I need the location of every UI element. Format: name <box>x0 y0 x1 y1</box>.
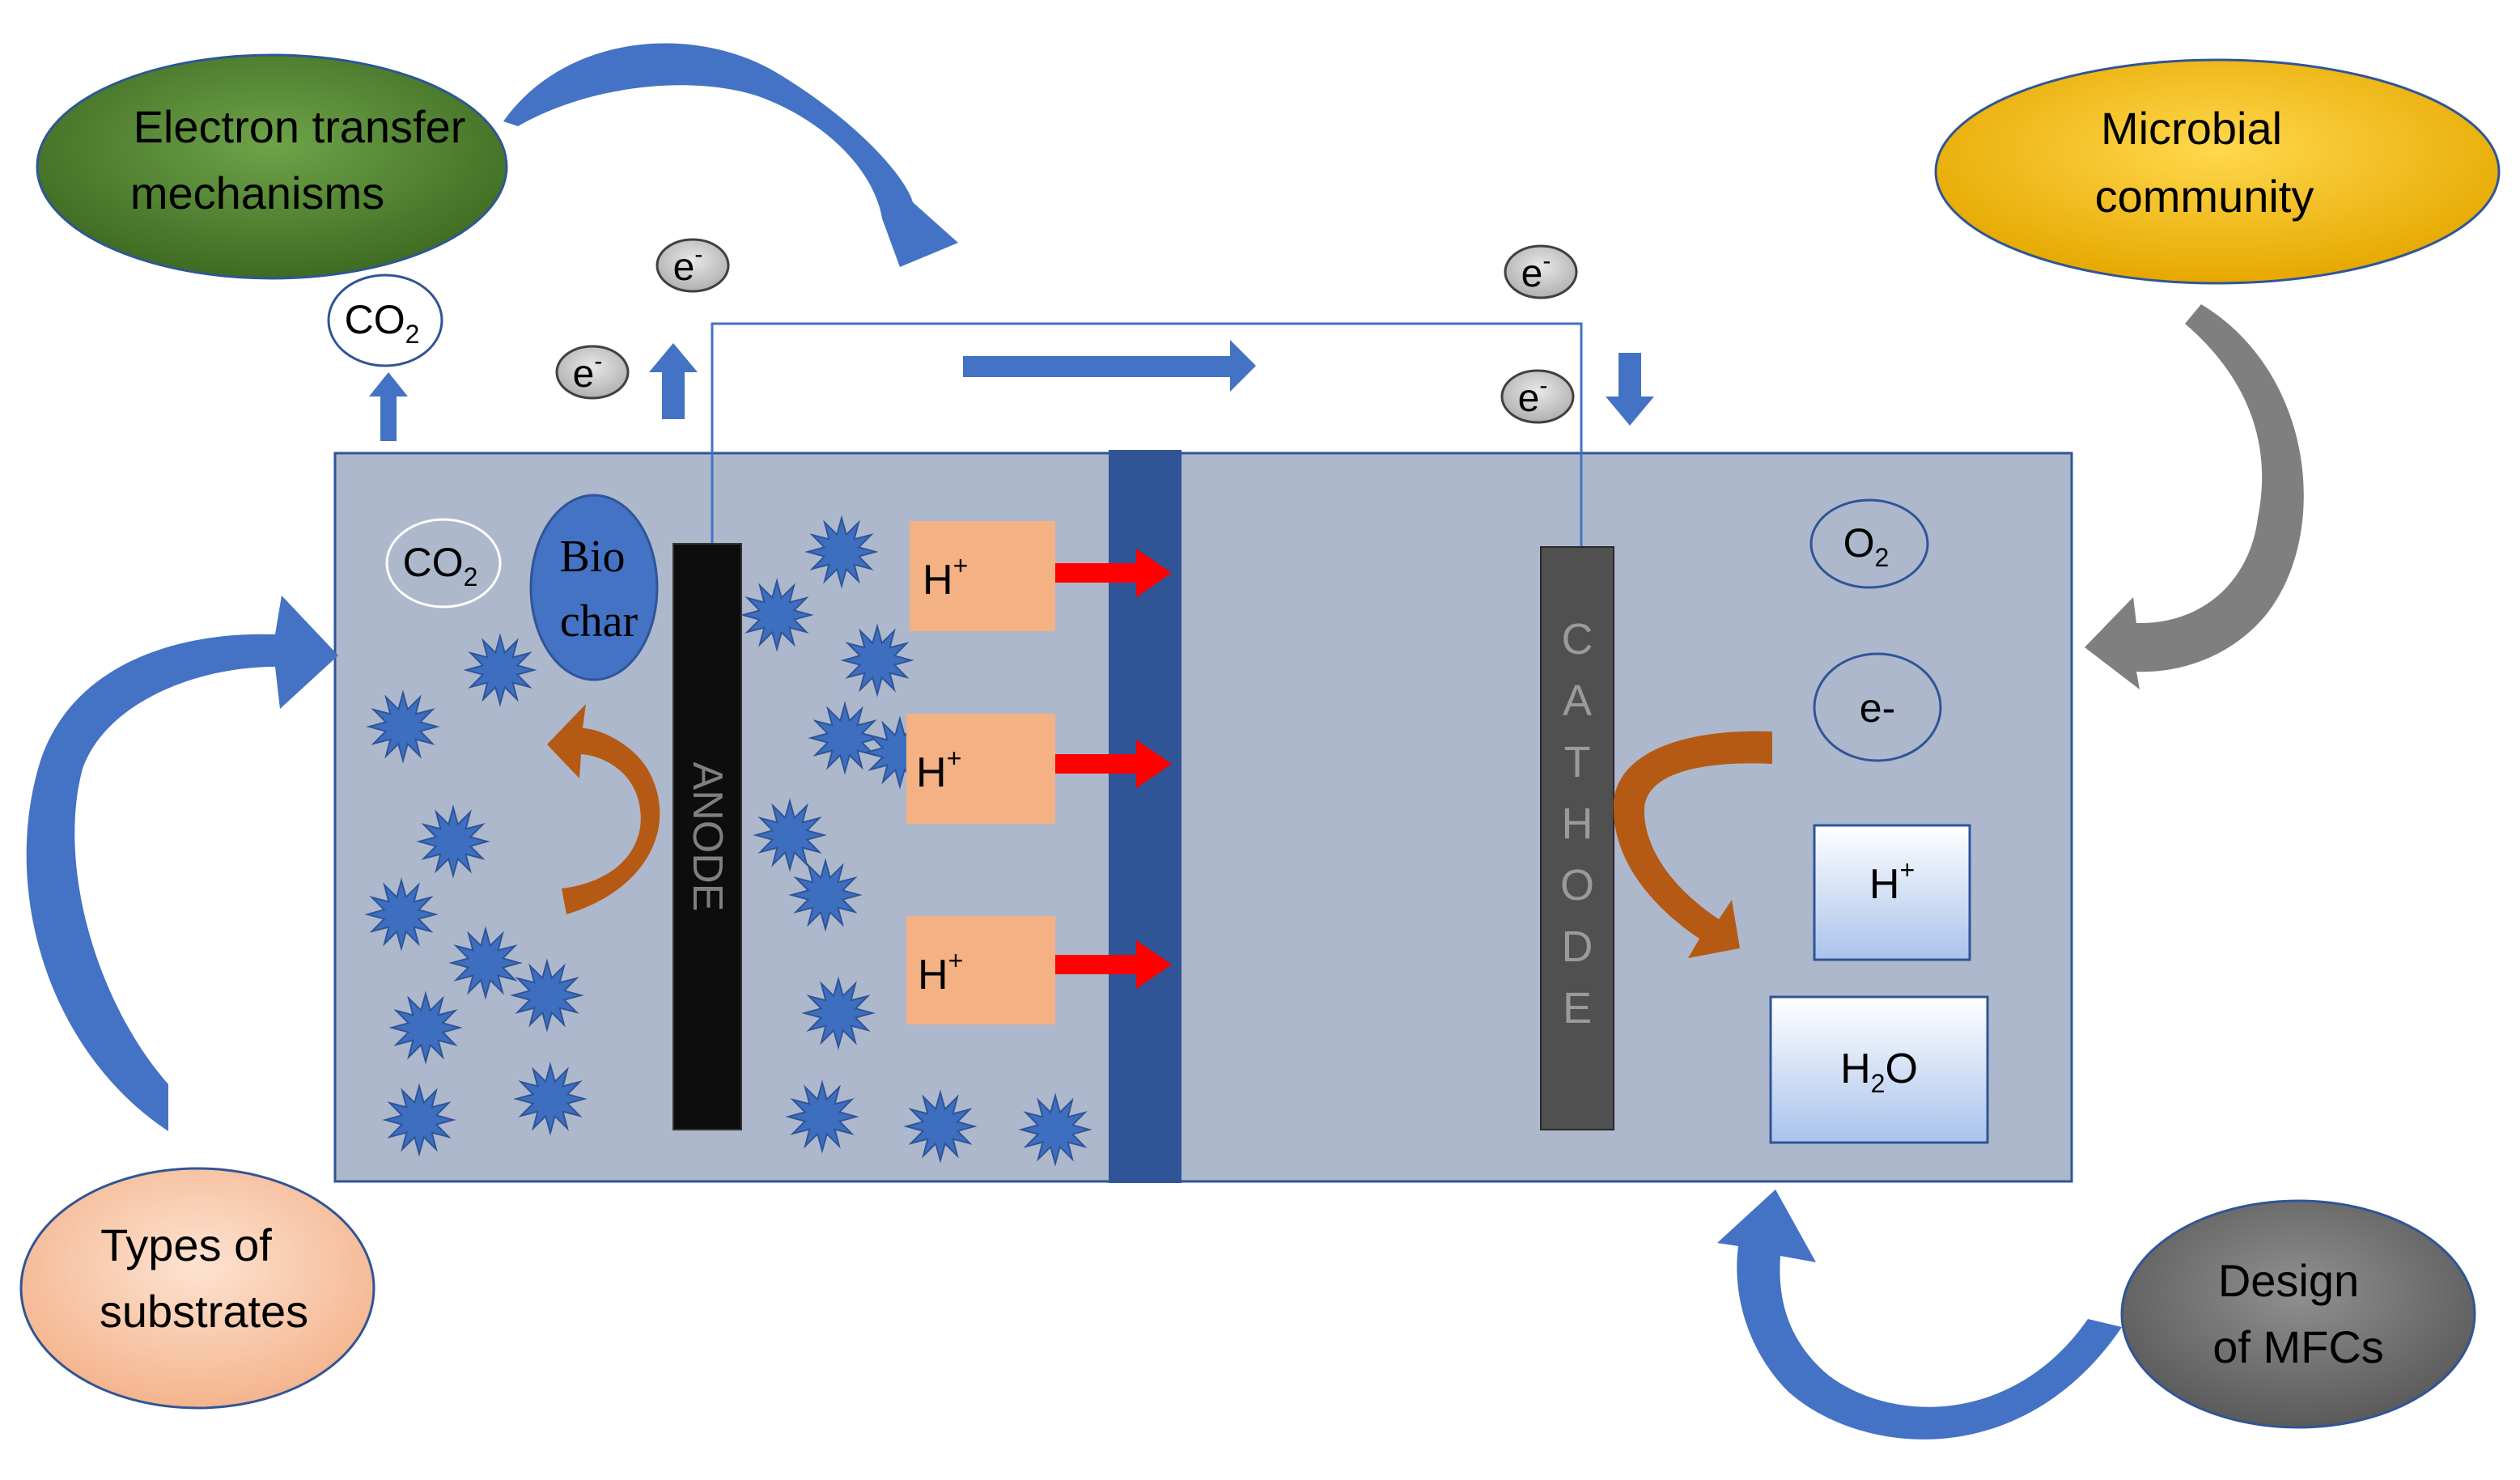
biochar-label-line1: Bio <box>560 532 626 582</box>
o2-bubble <box>1809 498 1929 589</box>
o2-label: O2 <box>1843 520 1890 572</box>
cathode-curved-arrow <box>1613 731 1772 958</box>
bacterium-icon <box>382 1083 456 1157</box>
anode-electrode <box>672 543 742 1130</box>
bacterium-icon <box>513 1062 588 1136</box>
electron-transfer-label-line1: Electron transfer <box>134 101 466 152</box>
electron-cathode-bubble <box>1813 652 1942 762</box>
cathode-electrode <box>1540 546 1614 1130</box>
cathode-letter: A <box>1563 676 1592 725</box>
svg-text:e-: e- <box>673 241 703 289</box>
anode-curved-arrow <box>547 704 660 914</box>
electron-up-arrow <box>649 343 698 419</box>
co2-inner-bubble <box>385 518 502 609</box>
cathode-letter: E <box>1563 984 1592 1033</box>
electron-cathode-label: e- <box>1860 685 1895 731</box>
bacterium-icon <box>740 578 814 652</box>
biochar-particle <box>529 494 659 681</box>
svg-text:H+: H+ <box>918 946 963 999</box>
design-of-mfcs-label-line1: Design <box>2218 1255 2359 1306</box>
anode-label: ANODE <box>684 762 731 912</box>
svg-text:e-: e- <box>1521 248 1551 295</box>
proton-cathode-box: H+ <box>1813 824 1971 961</box>
design-of-mfcs-label-line2: of MFCs <box>2212 1321 2384 1372</box>
svg-text:e-: e- <box>573 348 603 396</box>
microbial-community-arrow <box>2085 304 2304 689</box>
bacterium-icon <box>840 623 914 698</box>
proton-arrow-2 <box>1055 740 1172 788</box>
svg-text:e-: e- <box>1518 372 1548 420</box>
bacterium-icon <box>364 877 439 952</box>
microbial-community-label-line1: Microbial <box>2101 103 2282 154</box>
cathode-letter: T <box>1564 738 1591 787</box>
svg-text:H+: H+ <box>923 551 968 604</box>
co2-top-label: CO2 <box>345 297 420 349</box>
bacterium-icon <box>788 858 863 932</box>
bacterium-icon <box>510 958 584 1033</box>
microbial-community-bubble <box>1934 58 2501 285</box>
water-box: H2O <box>1769 995 1989 1144</box>
bacterium-icon <box>416 804 490 879</box>
cathode-letter: C <box>1562 615 1593 664</box>
bacterium-icon <box>753 798 827 872</box>
electron-anode-left: e- <box>555 345 630 400</box>
types-of-substrates-label-line2: substrates <box>100 1286 308 1337</box>
bacterium-icon <box>448 926 523 1000</box>
design-of-mfcs-bubble <box>2120 1199 2476 1429</box>
electron-down-arrow <box>1606 353 1654 426</box>
bacterium-icon <box>804 515 879 589</box>
bacterium-icon <box>1018 1092 1092 1167</box>
electron-transfer-label-line2: mechanisms <box>130 168 384 218</box>
electron-cathode-lower: e- <box>1500 369 1575 424</box>
co2-inner-label: CO2 <box>403 540 478 592</box>
bacterium-icon <box>808 701 882 775</box>
bacterium-icon <box>801 976 876 1050</box>
svg-text:H+: H+ <box>916 744 961 796</box>
bacteria-group <box>364 515 1092 1167</box>
electron-flow-arrow <box>963 340 1256 392</box>
types-of-substrates-label-line1: Types of <box>100 1219 272 1270</box>
proton-box-1: H+ <box>910 521 1055 631</box>
external-circuit-wire <box>711 322 1583 547</box>
electron-transfer-arrow <box>503 43 958 268</box>
svg-text:H2O: H2O <box>1840 1045 1918 1098</box>
co2-top-bubble <box>327 274 443 367</box>
proton-box-3: H+ <box>906 916 1055 1024</box>
bacterium-icon <box>785 1079 859 1154</box>
bacterium-icon <box>388 990 463 1065</box>
bacterium-icon <box>366 689 440 764</box>
svg-text:H+: H+ <box>1869 855 1915 908</box>
cathode-letter: H <box>1562 799 1593 848</box>
bacterium-icon <box>903 1089 978 1164</box>
substrates-arrow <box>26 596 338 1131</box>
electron-transfer-bubble <box>36 53 508 280</box>
electron-cathode-top: e- <box>1504 244 1578 299</box>
cathode-letter: O <box>1560 861 1594 910</box>
proton-box-2: H+ <box>906 714 1055 824</box>
design-arrow <box>1717 1190 2122 1440</box>
types-of-substrates-bubble <box>19 1167 375 1410</box>
co2-up-arrow <box>369 372 408 441</box>
bacterium-icon <box>463 633 537 707</box>
proton-arrow-3 <box>1055 940 1172 989</box>
electron-anode-top: e- <box>655 238 730 293</box>
cathode-letter: D <box>1562 922 1593 971</box>
biochar-label-line2: char <box>560 596 638 647</box>
microbial-community-label-line2: community <box>2095 171 2314 222</box>
proton-arrow-1 <box>1055 549 1172 597</box>
